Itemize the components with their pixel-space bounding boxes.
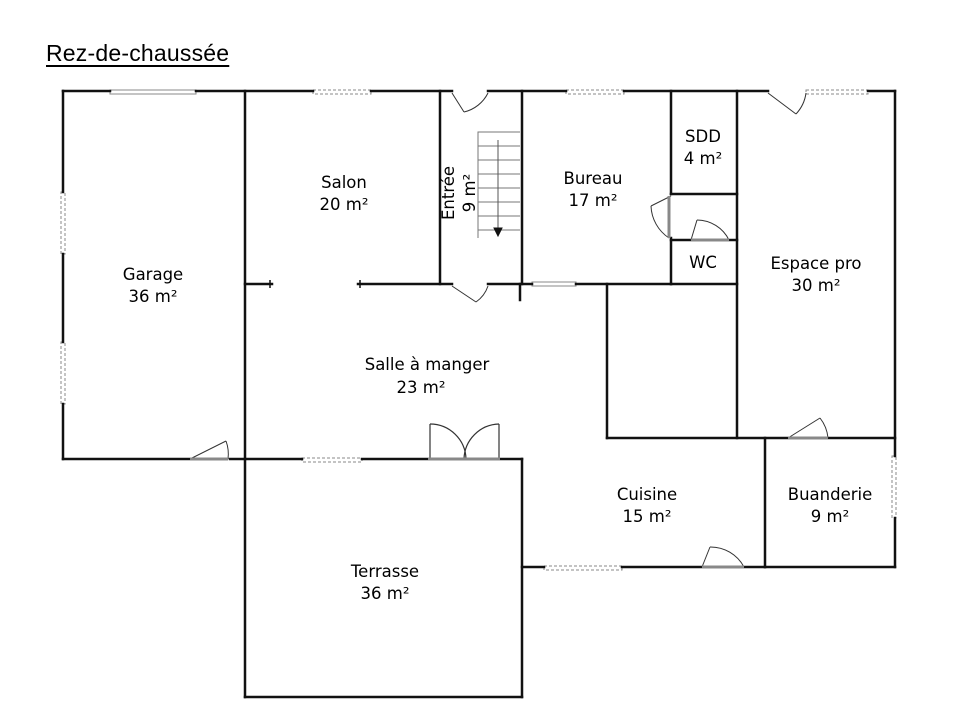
room-area-entree: 9 m²	[460, 174, 479, 212]
doors	[189, 92, 829, 569]
room-name-salon: Salon	[321, 173, 367, 192]
door-bureau-side	[650, 195, 672, 239]
window-espace-pro-top	[805, 89, 869, 95]
room-name-salle-a-manger: Salle à manger	[365, 355, 490, 374]
door-entree	[451, 92, 489, 113]
wall-end-caps	[269, 280, 361, 288]
room-area-espace-pro: 30 m²	[792, 276, 841, 295]
room-area-sdd: 4 m²	[684, 149, 722, 168]
room-area-buanderie: 9 m²	[811, 507, 849, 526]
room-area-garage: 36 m²	[129, 287, 178, 306]
stairs	[477, 131, 520, 238]
page-title: Rez-de-chaussée	[46, 40, 230, 66]
window-terrasse-top	[301, 457, 363, 463]
window-cuisine-bottom	[543, 565, 623, 571]
door-buanderie	[787, 417, 829, 440]
window-salon-top	[312, 89, 372, 95]
window-bureau-top	[565, 89, 625, 95]
door-entree-bottom	[451, 285, 489, 303]
room-area-salon: 20 m²	[320, 195, 369, 214]
walls	[61, 89, 897, 699]
room-name-sdd: SDD	[685, 127, 721, 146]
door-cuisine	[701, 546, 745, 569]
room-name-entree: Entrée	[439, 166, 458, 220]
room-area-cuisine: 15 m²	[623, 507, 672, 526]
room-name-buanderie: Buanderie	[788, 485, 873, 504]
window-buanderie-right	[891, 455, 897, 519]
room-name-bureau: Bureau	[564, 169, 623, 188]
room-area-salle-a-manger: 23 m²	[397, 378, 446, 397]
door-garage	[189, 440, 229, 461]
room-area-terrasse: 36 m²	[361, 584, 410, 603]
room-name-cuisine: Cuisine	[617, 485, 677, 504]
window-garage-left-1	[60, 191, 66, 255]
window-garage-top	[109, 89, 197, 95]
double-door-terrasse	[428, 423, 500, 461]
room-name-garage: Garage	[123, 265, 183, 284]
window-bureau-bottom	[531, 281, 577, 287]
room-name-espace-pro: Espace pro	[770, 254, 861, 273]
room-area-bureau: 17 m²	[569, 191, 618, 210]
room-name-terrasse: Terrasse	[350, 562, 419, 581]
window-garage-left-2	[60, 341, 66, 405]
door-wc	[690, 219, 730, 242]
stairs-arrow-icon	[493, 227, 503, 238]
room-name-wc: WC	[689, 253, 717, 272]
door-espace-pro	[767, 92, 807, 115]
room-labels: Salon 20 m² Entrée 9 m² Bureau 17 m² SDD…	[123, 127, 872, 603]
